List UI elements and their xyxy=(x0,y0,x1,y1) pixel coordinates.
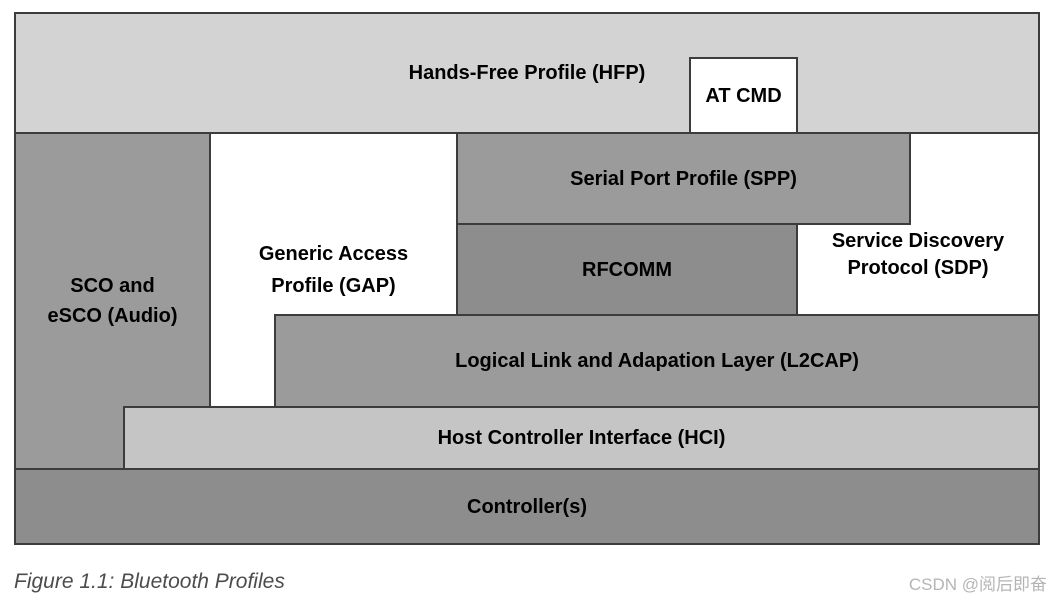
block-generic-access-profile-label-line2: Profile (GAP) xyxy=(271,275,396,297)
block-service-discovery-protocol-label-line2: Protocol (SDP) xyxy=(847,257,989,279)
block-hci: Host Controller Interface (HCI) xyxy=(123,406,1040,470)
block-hands-free-profile-label: Hands-Free Profile (HFP) xyxy=(408,62,646,84)
block-l2cap-label: Logical Link and Adapation Layer (L2CAP) xyxy=(455,350,859,372)
figure-caption: Figure 1.1: Bluetooth Profiles xyxy=(14,570,285,593)
block-controllers-label: Controller(s) xyxy=(467,495,587,518)
block-serial-port-profile: Serial Port Profile (SPP) xyxy=(456,132,911,225)
block-at-cmd: AT CMD xyxy=(689,57,798,134)
block-sco-esco-audio-label-line2: eSCO (Audio) xyxy=(47,305,178,327)
block-generic-access-profile-label-line1: Generic Access xyxy=(258,243,409,265)
block-sco-esco-audio-label-line1: SCO and xyxy=(70,275,155,297)
watermark: CSDN @阅后即奋 xyxy=(908,575,1047,594)
block-l2cap: Logical Link and Adapation Layer (L2CAP) xyxy=(274,314,1040,408)
block-service-discovery-protocol-label: Service Discovery Protocol (SDP) xyxy=(798,210,1038,300)
block-serial-port-profile-label: Serial Port Profile (SPP) xyxy=(570,167,797,190)
block-hci-label: Host Controller Interface (HCI) xyxy=(437,427,726,449)
block-service-discovery-protocol-label-line1: Service Discovery xyxy=(831,230,1005,252)
block-rfcomm: RFCOMM xyxy=(456,223,798,316)
block-rfcomm-label: RFCOMM xyxy=(582,258,672,281)
block-at-cmd-label: AT CMD xyxy=(705,84,782,107)
block-hands-free-profile: Hands-Free Profile (HFP) xyxy=(14,12,1040,134)
block-controllers: Controller(s) xyxy=(14,468,1040,545)
